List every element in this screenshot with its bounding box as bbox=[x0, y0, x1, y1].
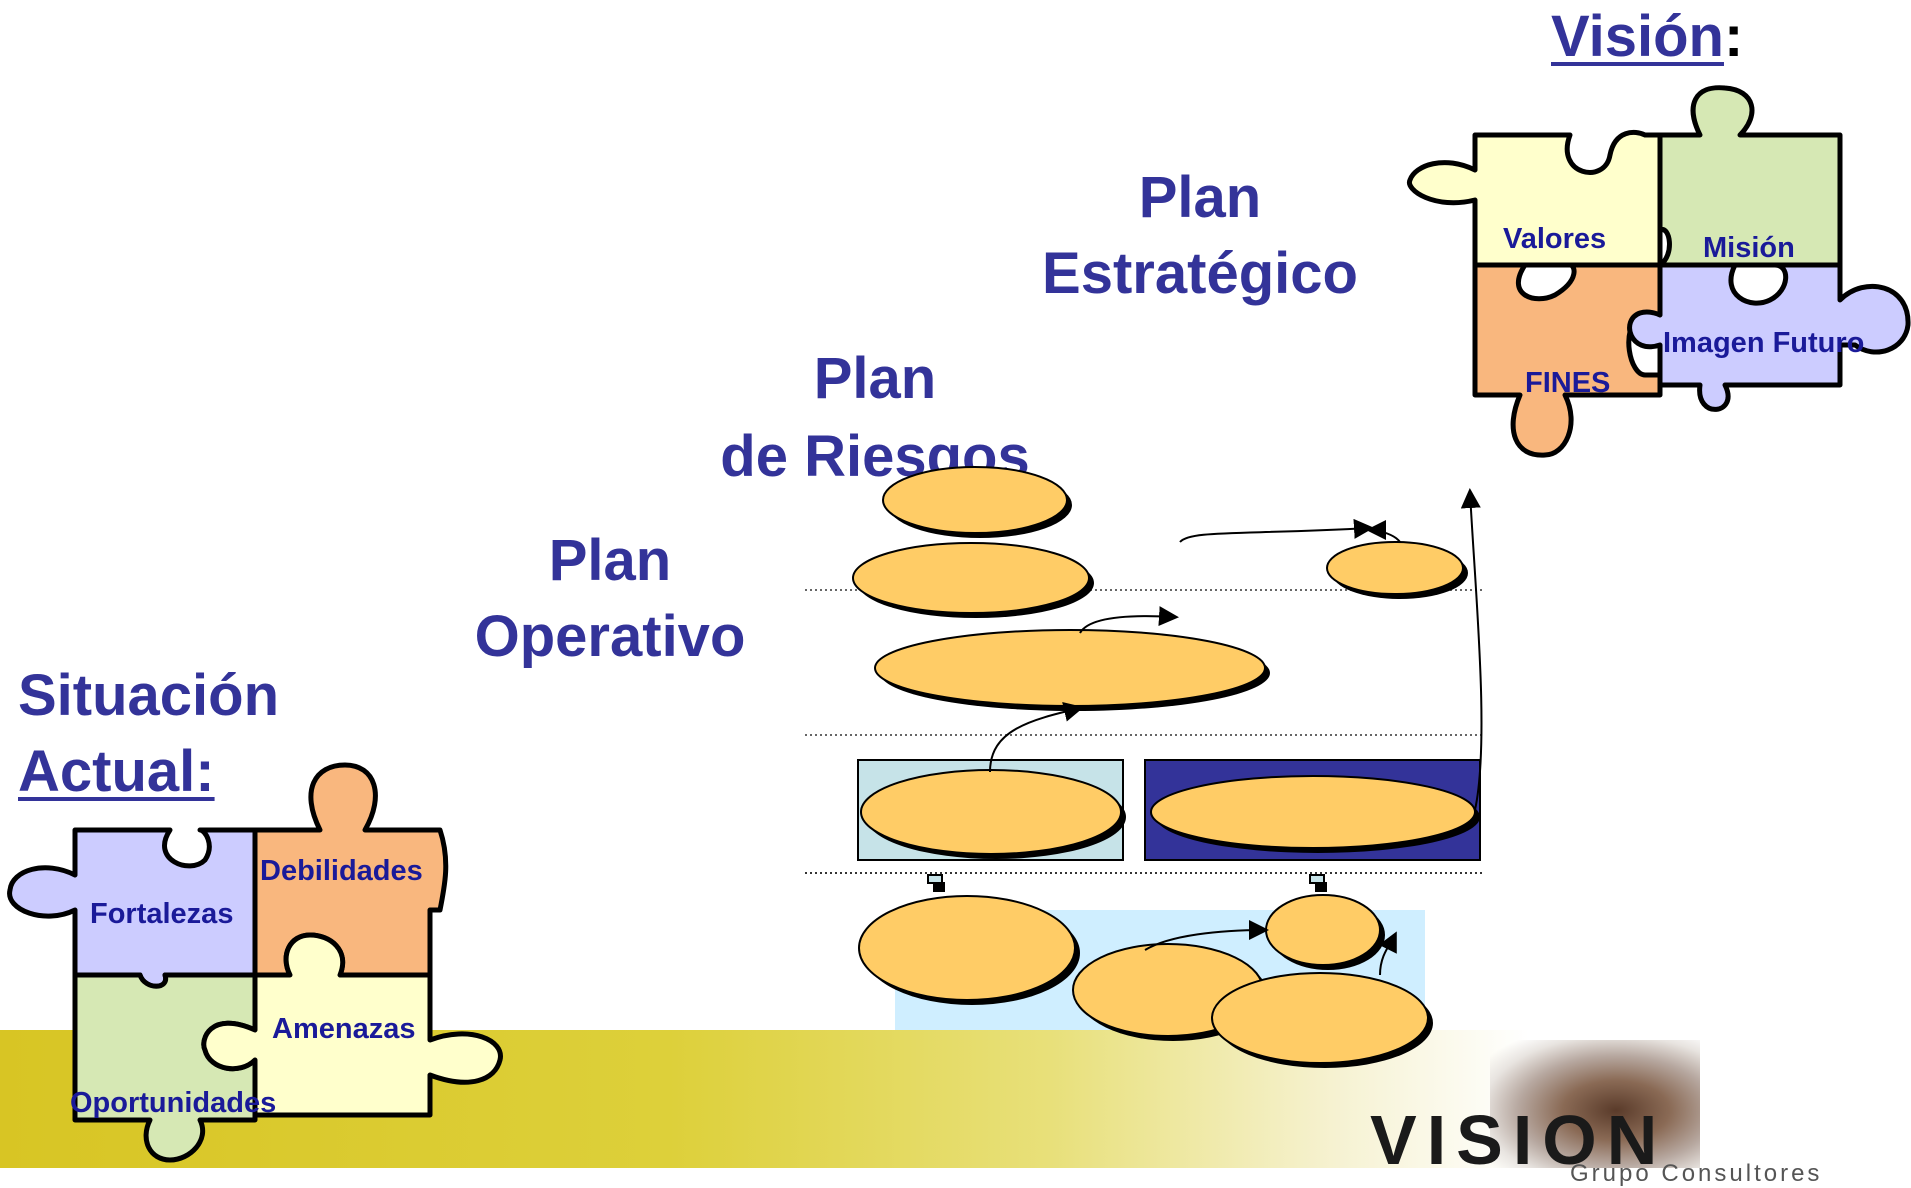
ellipse-top bbox=[882, 466, 1068, 534]
ellipse-box-left bbox=[860, 769, 1122, 855]
current-puzzle: Debilidades Fortalezas Amenazas Oportuni… bbox=[0, 750, 520, 1168]
ellipse-bottom-left bbox=[858, 895, 1076, 1001]
vision-heading-label: Visión bbox=[1551, 4, 1724, 69]
vision-logo-eye-image bbox=[1490, 1040, 1700, 1168]
plan-operative-line2: Operativo bbox=[474, 604, 746, 669]
piece-label-amenazas: Amenazas bbox=[272, 1013, 416, 1045]
process-diagram bbox=[790, 440, 1520, 1080]
piece-label-fortalezas: Fortalezas bbox=[90, 898, 234, 930]
connector-icon-right bbox=[1309, 874, 1327, 892]
arrow-bottomright-to-small bbox=[1378, 931, 1397, 976]
arrow-midright-to-top bbox=[1366, 520, 1401, 543]
piece-label-imagen-futuro: Imagen Futuro bbox=[1663, 327, 1865, 359]
piece-label-debilidades: Debilidades bbox=[260, 855, 423, 887]
ellipse-mid-left bbox=[852, 542, 1090, 614]
plan-operative-title: Plan Operativo bbox=[450, 523, 770, 675]
puzzle-piece-mision bbox=[1657, 85, 1843, 268]
plan-strategic-title: Plan Estratégico bbox=[1010, 160, 1390, 312]
arrow-box-right-to-top bbox=[1460, 488, 1483, 811]
ellipse-bottom-right bbox=[1211, 972, 1429, 1064]
plan-strategic-line1: Plan bbox=[1138, 165, 1262, 230]
arrow-large-to-midleft bbox=[1079, 606, 1179, 634]
puzzle-piece-fines bbox=[1472, 262, 1663, 458]
ellipse-large bbox=[874, 629, 1266, 707]
vision-logo-text: VISION bbox=[1370, 1101, 1668, 1179]
ellipse-bottom-small bbox=[1265, 894, 1381, 966]
connector-icon-left bbox=[927, 874, 945, 892]
puzzle-piece-amenazas bbox=[201, 932, 503, 1118]
process-diagram-graphic bbox=[805, 466, 1485, 1068]
ellipse-box-right bbox=[1150, 775, 1476, 849]
arrow-box-to-large bbox=[989, 702, 1084, 773]
current-situation-line1: Situación bbox=[18, 663, 280, 728]
arrow-midleft-to-top bbox=[1179, 518, 1374, 543]
vision-logo-tagline: Grupo Consultores bbox=[1570, 1160, 1823, 1187]
plan-strategic-line2: Estratégico bbox=[1042, 241, 1358, 306]
vision-heading: Visión: bbox=[1551, 8, 1743, 66]
plan-operative-line1: Plan bbox=[548, 528, 672, 593]
vision-heading-colon: : bbox=[1723, 4, 1744, 69]
vision-logo: VISION Grupo Consultores bbox=[1360, 1040, 1900, 1187]
arrow-bottommid-to-small bbox=[1144, 920, 1269, 951]
piece-label-valores: Valores bbox=[1503, 223, 1607, 255]
piece-label-oportunidades: Oportunidades bbox=[70, 1087, 277, 1119]
vision-puzzle-graphic bbox=[1407, 85, 1911, 458]
plan-risk-line1: Plan bbox=[813, 346, 937, 411]
vision-puzzle: Valores Misión FINES Imagen Futuro bbox=[1395, 85, 1911, 465]
current-situation-line2: Actual: bbox=[18, 739, 215, 804]
puzzle-piece-imagen-futuro bbox=[1627, 262, 1911, 412]
piece-label-fines: FINES bbox=[1525, 367, 1611, 399]
ellipse-mid-right bbox=[1326, 541, 1464, 595]
piece-label-mision: Misión bbox=[1703, 232, 1795, 264]
current-puzzle-graphic bbox=[7, 762, 503, 1163]
current-situation-heading: Situación Actual: bbox=[18, 658, 279, 810]
